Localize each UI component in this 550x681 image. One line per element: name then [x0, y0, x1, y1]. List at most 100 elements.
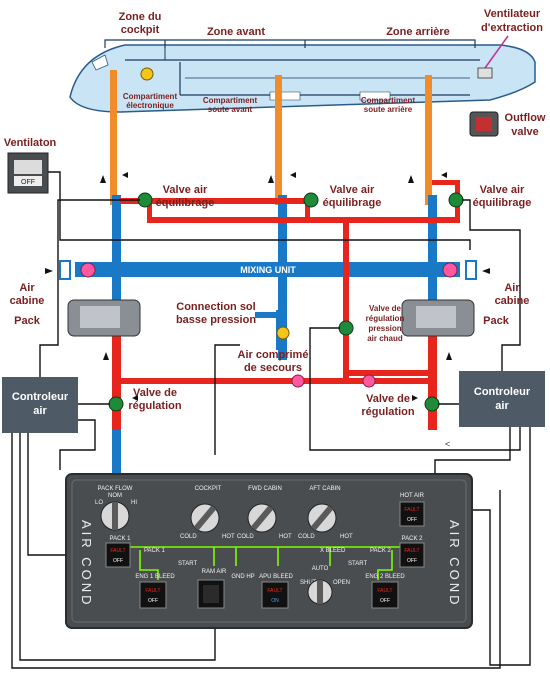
label-ventilation: Ventilaton — [4, 137, 57, 149]
fwd-cabin-temp-knob[interactable] — [247, 503, 277, 533]
label-valve-reg-press-2: régulation — [366, 314, 405, 323]
label-air-comprime: Air comprimé — [238, 349, 309, 361]
label-soute-arriere-2: soute arrière — [364, 105, 413, 114]
label-valve-reg-right-2: régulation — [361, 406, 414, 418]
label-valve-reg-press: Valve de — [369, 304, 402, 313]
panel-eng2-bleed: ENG 2 BLEED — [365, 574, 405, 580]
panel-fwd-cabin: FWD CABIN — [248, 486, 282, 492]
label-mixing-unit: MIXING UNIT — [240, 265, 296, 275]
panel-nom: NOM — [108, 493, 122, 499]
panel-pack-2-line: PACK 2 — [370, 548, 392, 554]
controller-right-label-2: air — [495, 400, 509, 412]
panel-synoptic-lines — [128, 546, 410, 580]
panel-hot-2: HOT — [279, 534, 292, 540]
x-bleed-knob[interactable] — [307, 579, 333, 605]
pack-left-icon — [67, 299, 141, 337]
eng-1-bleed-button[interactable]: FAULT OFF — [139, 581, 167, 609]
panel-pack-1-line: PACK 1 — [144, 548, 166, 554]
panel-apu-bleed: APU BLEED — [259, 574, 293, 580]
eng-2-bleed-button[interactable]: FAULT OFF — [371, 581, 399, 609]
svg-text:OFF: OFF — [407, 517, 417, 523]
panel-aft-cabin: AFT CABIN — [309, 486, 340, 492]
label-soute-avant: Compartiment — [203, 96, 258, 105]
label-connection-sol-2: basse pression — [176, 314, 256, 326]
panel-cockpit: COCKPIT — [195, 486, 222, 492]
apu-bleed-button[interactable]: FAULT ON — [261, 581, 289, 609]
panel-cold-1: COLD — [180, 534, 197, 540]
ventilation-switch-icon — [7, 152, 49, 194]
panel-cold-2: COLD — [237, 534, 254, 540]
panel-hi: HI — [131, 500, 137, 506]
label-air-comprime-2: de secours — [244, 362, 302, 374]
panel-cold-3: COLD — [298, 534, 315, 540]
panel-pack-1: PACK 1 — [110, 536, 132, 542]
pack-flow-knob[interactable] — [100, 501, 130, 531]
panel-x-bleed: X BLEED — [320, 548, 346, 554]
label-valve-eq-left: Valve air — [163, 184, 208, 196]
flow-arrows — [45, 172, 490, 401]
outflow-valve-icon — [469, 111, 499, 137]
ventilation-off-label: OFF — [21, 179, 35, 186]
panel-hot-3: HOT — [340, 534, 353, 540]
panel-gnd-hp: GND HP — [231, 574, 254, 580]
label-valve-eq-mid-2: équilibrage — [323, 197, 382, 209]
svg-text:OFF: OFF — [113, 558, 123, 564]
panel-air-cond-left: AIR COND — [79, 520, 94, 608]
svg-text:OFF: OFF — [407, 558, 417, 564]
label-valve-reg-left: Valve de — [133, 387, 177, 399]
label-comp-elec-2: électronique — [126, 101, 174, 110]
svg-text:FAULT: FAULT — [404, 507, 419, 513]
label-soute-arriere: Compartiment — [361, 96, 416, 105]
panel-eng1-bleed: ENG 1 BLEED — [135, 574, 175, 580]
panel-start-2: START — [348, 561, 367, 567]
label-zone-arriere: Zone arrière — [386, 26, 450, 38]
panel-shut: SHUT — [300, 580, 317, 586]
aft-cabin-temp-knob[interactable] — [307, 503, 337, 533]
ram-air-button[interactable] — [197, 579, 225, 609]
fan-icon — [477, 67, 493, 79]
label-ventilateur: Ventilateur — [484, 8, 541, 20]
label-pack-right: Pack — [483, 315, 510, 327]
valves — [108, 67, 464, 412]
stray-mark: < — [445, 439, 450, 449]
panel-pack-flow: PACK FLOW — [98, 486, 133, 492]
label-zone-cockpit-2: cockpit — [121, 24, 160, 36]
panel-hot-1: HOT — [222, 534, 235, 540]
check-valves — [59, 260, 477, 388]
label-valve-reg-press-4: air chaud — [367, 334, 403, 343]
ventilateur-pointer — [484, 35, 509, 69]
label-valve-reg-right: Valve de — [366, 393, 410, 405]
panel-start-1: START — [178, 561, 197, 567]
svg-text:OFF: OFF — [380, 598, 390, 604]
controller-left — [2, 377, 78, 433]
ducts — [75, 70, 460, 495]
controller-right-label: Controleur — [474, 386, 531, 398]
label-air-cabine-right-2: cabine — [495, 295, 530, 307]
controller-left-label-2: air — [33, 405, 47, 417]
label-air-cabine-left: Air — [19, 282, 35, 294]
pack-1-button[interactable]: FAULT OFF — [105, 542, 131, 568]
svg-text:FAULT: FAULT — [145, 588, 160, 594]
panel-auto: AUTO — [312, 566, 329, 572]
label-connection-sol: Connection sol — [176, 301, 255, 313]
label-valve-eq-left-2: équilibrage — [156, 197, 215, 209]
label-outflow-2: valve — [511, 126, 539, 138]
label-soute-avant-2: soute avant — [208, 105, 253, 114]
label-outflow: Outflow — [505, 112, 546, 124]
pack-right-icon — [401, 299, 475, 337]
panel-pack-2: PACK 2 — [402, 536, 424, 542]
cockpit-zone-bracket — [104, 39, 476, 60]
cockpit-temp-knob[interactable] — [190, 503, 220, 533]
svg-text:ON: ON — [271, 598, 279, 604]
pack-2-button[interactable]: FAULT OFF — [399, 542, 425, 568]
label-valve-reg-press-3: pression — [368, 324, 401, 333]
svg-text:OFF: OFF — [148, 598, 158, 604]
air-cond-panel — [65, 473, 473, 629]
label-zone-cockpit: Zone du — [119, 11, 162, 23]
hot-air-button[interactable]: FAULT OFF — [399, 501, 425, 527]
svg-text:FAULT: FAULT — [110, 548, 125, 554]
controller-right — [459, 371, 545, 427]
panel-lo: LO — [95, 500, 103, 506]
label-air-cabine-left-2: cabine — [10, 295, 45, 307]
